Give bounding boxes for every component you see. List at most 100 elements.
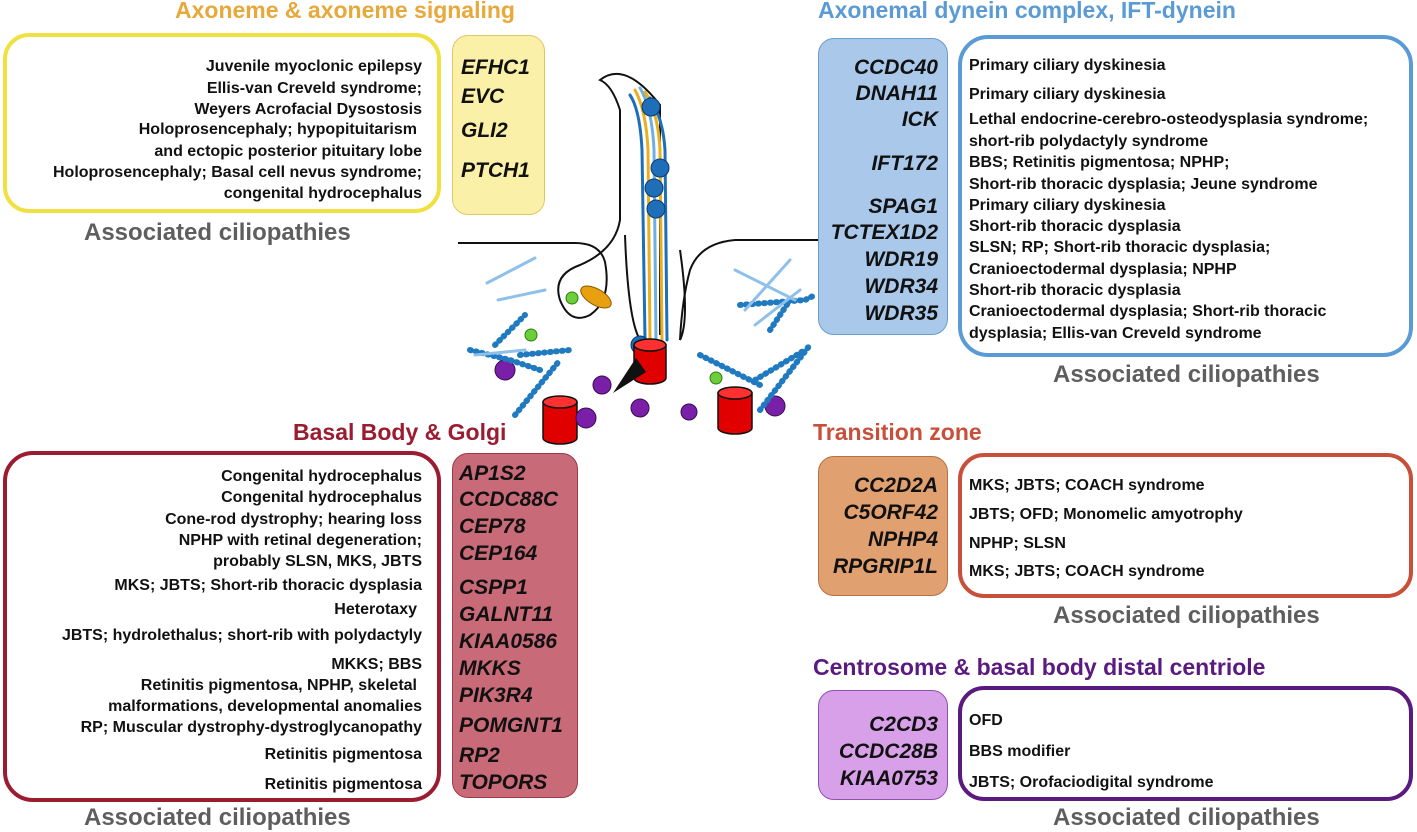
- associated-ciliopathies-label: Associated ciliopathies: [1053, 804, 1320, 831]
- disease-label: and ectopic posterior pituitary lobe: [154, 143, 422, 160]
- disease-label: Retinitis pigmentosa: [264, 746, 422, 763]
- gene-label: CC2D2A: [853, 474, 938, 497]
- associated-ciliopathies-label: Associated ciliopathies: [84, 804, 351, 831]
- centrosome-disease-box: [958, 686, 1413, 801]
- gene-label: RPGRIP1L: [832, 555, 938, 578]
- disease-label: Cranioectodermal dysplasia; NPHP: [969, 261, 1237, 278]
- gene-label: GALNT11: [459, 603, 554, 626]
- gene-label: CSPP1: [459, 576, 528, 599]
- basal-section-title: Basal Body & Golgi: [293, 419, 507, 445]
- gene-label: WDR35: [864, 302, 938, 325]
- disease-label: MKS; JBTS; COACH syndrome: [969, 563, 1205, 580]
- basal-disease-box: [3, 451, 441, 802]
- disease-label: Weyers Acrofacial Dysostosis: [194, 101, 422, 118]
- centrosome-gene-box: [818, 690, 948, 800]
- disease-label: Short-rib thoracic dysplasia; Jeune synd…: [969, 176, 1318, 193]
- dynein-gene-box: [818, 38, 948, 335]
- disease-label: Ellis-van Creveld syndrome;: [206, 80, 422, 97]
- transition-section-title: Transition zone: [813, 419, 982, 445]
- axoneme-section-title: Axoneme & axoneme signaling: [175, 0, 515, 23]
- centrosome-section-title: Centrosome & basal body distal centriole: [813, 654, 1266, 680]
- orange-vesicle: [580, 285, 612, 309]
- gene-label: WDR19: [864, 248, 938, 271]
- disease-label: JBTS; OFD; Monomelic amyotrophy: [969, 506, 1243, 523]
- axoneme-microtubules: [628, 86, 669, 342]
- disease-label: Retinitis pigmentosa, NPHP, skeletal: [140, 677, 417, 694]
- gene-label: KIAA0586: [459, 630, 558, 653]
- gene-label: TCTEX1D2: [830, 221, 938, 244]
- axoneme-disease-box: [3, 33, 441, 213]
- disease-label: Holoprosencephaly; Basal cell nevus synd…: [52, 164, 422, 181]
- green-particles: [524, 291, 723, 385]
- disease-label: Juvenile myoclonic epilepsy: [205, 58, 422, 75]
- disease-label: Cranioectodermal dysplasia; Short-rib th…: [969, 303, 1327, 320]
- disease-label: JBTS; hydrolethalus; short-rib with poly…: [61, 627, 422, 644]
- associated-ciliopathies-label: Associated ciliopathies: [1053, 361, 1320, 388]
- cell-membrane-inner: [624, 234, 686, 341]
- gene-label: EFHC1: [461, 56, 530, 79]
- dynein-section-title: Axonemal dynein complex, IFT-dynein: [818, 0, 1236, 23]
- gene-label: PIK3R4: [459, 684, 533, 707]
- gene-label: GLI2: [461, 119, 508, 142]
- gene-label: ICK: [901, 108, 938, 131]
- gene-label: C2CD3: [869, 713, 938, 736]
- gene-label: KIAA0753: [839, 767, 938, 790]
- disease-label: MKS; JBTS; COACH syndrome: [969, 477, 1205, 494]
- disease-label: Short-rib thoracic dysplasia: [969, 218, 1181, 235]
- gene-label: NPHP4: [867, 528, 938, 551]
- disease-label: SLSN; RP; Short-rib thoracic dysplasia;: [969, 239, 1271, 256]
- gene-label: CCDC88C: [459, 488, 559, 511]
- associated-ciliopathies-label: Associated ciliopathies: [84, 219, 351, 246]
- gene-label: MKKS: [459, 657, 521, 680]
- disease-label: BBS modifier: [969, 743, 1071, 760]
- disease-label: dysplasia; Ellis-van Creveld syndrome: [969, 325, 1262, 342]
- gene-label: POMGNT1: [459, 714, 563, 737]
- disease-label: Congenital hydrocephalus: [221, 489, 422, 506]
- disease-label: Primary ciliary dyskinesia: [969, 197, 1166, 214]
- disease-label: Lethal endocrine-cerebro-osteodysplasia …: [969, 111, 1369, 128]
- disease-label: Primary ciliary dyskinesia: [969, 86, 1166, 103]
- basal-gene-box: [452, 453, 578, 798]
- disease-label: Congenital hydrocephalus: [221, 468, 422, 485]
- disease-label: malformations, developmental anomalies: [108, 698, 422, 715]
- dynein-disease-box: [958, 35, 1413, 357]
- disease-label: congenital hydrocephalus: [223, 185, 422, 202]
- cytoskeleton-filaments: [467, 292, 818, 418]
- gene-label: CEP78: [459, 515, 526, 538]
- basal-body-cylinders: [542, 338, 753, 445]
- transition-disease-box: [958, 453, 1413, 598]
- disease-label: Primary ciliary dyskinesia: [969, 57, 1166, 74]
- disease-label: BBS; Retinitis pigmentosa; NPHP;: [969, 154, 1230, 171]
- gene-label: IFT172: [871, 152, 938, 175]
- disease-label: Holoprosencephaly; hypopituitarism: [138, 121, 417, 138]
- ift-particles: [630, 97, 670, 355]
- disease-label: JBTS; Orofaciodigital syndrome: [969, 774, 1214, 791]
- gene-label: CCDC28B: [838, 740, 938, 763]
- disease-label: short-rib polydactyly syndrome: [969, 133, 1209, 150]
- disease-label: RP; Muscular dystrophy-dystroglycanopath…: [80, 719, 422, 736]
- disease-label: NPHP with retinal degeneration;: [178, 532, 422, 549]
- gene-label: C5ORF42: [843, 501, 938, 524]
- transition-fiber-triangle: [613, 358, 646, 393]
- disease-label: Short-rib thoracic dysplasia: [969, 282, 1181, 299]
- disease-label: Heterotaxy: [334, 601, 417, 618]
- disease-label: MKKS; BBS: [331, 656, 422, 673]
- light-filaments: [473, 256, 802, 357]
- disease-label: probably SLSN, MKS, JBTS: [213, 553, 422, 570]
- gene-label: CEP164: [459, 542, 538, 565]
- disease-label: Retinitis pigmentosa: [264, 776, 422, 793]
- golgi-vesicles: [494, 359, 786, 429]
- associated-ciliopathies-label: Associated ciliopathies: [1053, 602, 1320, 629]
- disease-label: OFD: [969, 712, 1003, 729]
- disease-label: MKS; JBTS; Short-rib thoracic dysplasia: [114, 577, 422, 594]
- gene-label: TOPORS: [459, 771, 548, 794]
- gene-label: PTCH1: [461, 159, 530, 182]
- disease-label: Cone-rod dystrophy; hearing loss: [165, 511, 422, 528]
- gene-label: WDR34: [864, 275, 938, 298]
- gene-label: RP2: [459, 744, 500, 767]
- transition-gene-box: [818, 456, 948, 596]
- gene-label: DNAH11: [855, 82, 938, 105]
- disease-label: NPHP; SLSN: [969, 535, 1066, 552]
- gene-label: EVC: [461, 85, 505, 108]
- gene-label: AP1S2: [459, 462, 526, 485]
